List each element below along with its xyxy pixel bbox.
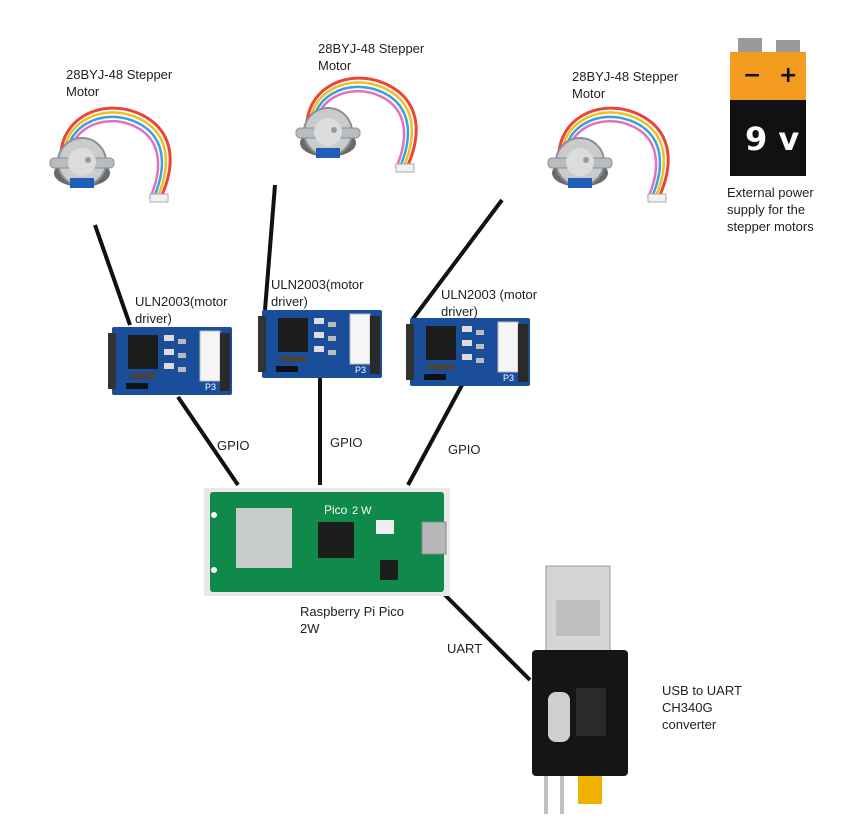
motor-3-label: 28BYJ-48 Stepper Motor	[572, 69, 679, 101]
stepper-motor-1	[48, 106, 172, 204]
battery-9v	[730, 38, 806, 176]
battery-label: External power supply for the stepper mo…	[727, 185, 814, 234]
wire-driver1-pico	[176, 395, 240, 487]
gpio-right-label: GPIO	[448, 442, 481, 457]
driver-1-label: ULN2003(motor driver)	[135, 294, 228, 326]
motor-1-label: 28BYJ-48 Stepper Motor	[66, 67, 173, 99]
pico-label: Raspberry Pi Pico 2W	[300, 604, 405, 636]
battery-plus-sign: +	[779, 63, 797, 88]
wire-motor3-driver3	[410, 198, 504, 322]
wire-motor2-driver2	[263, 184, 277, 311]
driver-3-header-label: P3	[503, 373, 514, 383]
driver-2-label: ULN2003(motor driver)	[271, 277, 364, 309]
pico-silk-badge: 2 W	[352, 505, 372, 517]
pico-silk-text: Pico	[324, 503, 348, 517]
usb-uart-label: USB to UART CH340G converter	[662, 683, 742, 732]
driver-2-header-label: P3	[355, 365, 366, 375]
gpio-left-label: GPIO	[217, 438, 250, 453]
gpio-center-label: GPIO	[330, 435, 363, 450]
usb-uart-ch340g	[532, 565, 628, 814]
driver-3-label: ULN2003 (motor driver)	[441, 287, 538, 319]
motor-2-label: 28BYJ-48 Stepper Motor	[318, 41, 425, 73]
battery-voltage: 9 v	[745, 120, 799, 158]
wire-motor1-driver1	[93, 224, 132, 326]
wire-pico-usb-uart	[441, 591, 532, 682]
wire-driver3-pico	[406, 384, 464, 486]
stepper-motor-3	[546, 106, 670, 204]
driver-1-header-label: P3	[205, 382, 216, 392]
battery-minus-sign: −	[743, 63, 761, 88]
uart-label: UART	[447, 641, 483, 656]
raspberry-pi-pico-2w	[204, 488, 450, 596]
stepper-motor-2	[294, 76, 418, 174]
